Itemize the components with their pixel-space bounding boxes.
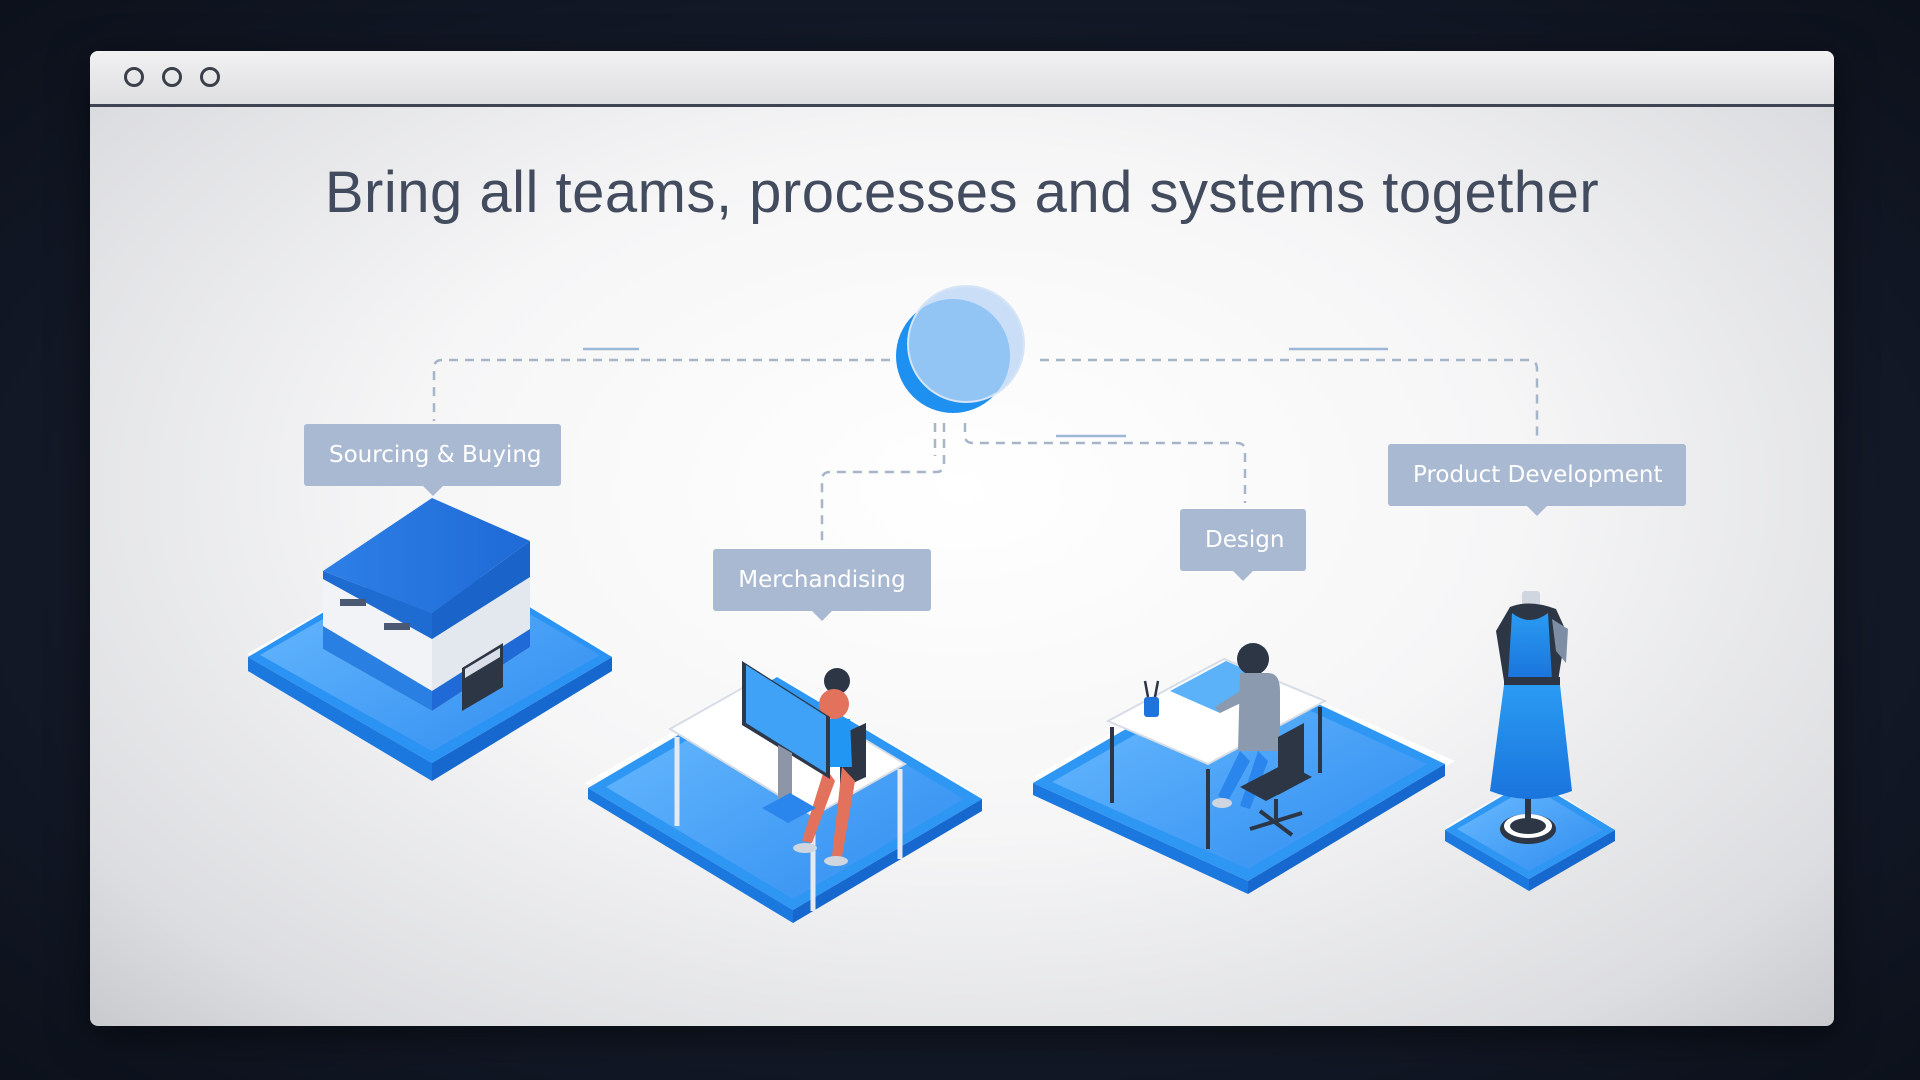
connector-lines: [432, 358, 1539, 541]
warehouse-icon: [247, 498, 612, 781]
slide-title: Bring all teams, processes and systems t…: [324, 160, 1600, 225]
dress-mannequin-icon: [1445, 591, 1615, 891]
label-design: Design: [1180, 509, 1306, 581]
window-maximize-dot[interactable]: [200, 67, 220, 87]
window-close-dot[interactable]: [124, 67, 144, 87]
window-minimize-dot[interactable]: [162, 67, 182, 87]
connector-product-dev: [1040, 358, 1539, 441]
label-merchandising: Merchandising: [713, 549, 931, 621]
label-product-development: Product Development: [1388, 444, 1686, 516]
accent-dashes: [583, 347, 1388, 438]
hub-circles-icon: [896, 285, 1025, 413]
design-desk-icon: [1030, 643, 1455, 894]
computer-desk-icon: [585, 661, 982, 923]
teams-diagram: [247, 285, 1615, 923]
label-sourcing-buying: Sourcing & Buying: [304, 424, 561, 496]
window-titlebar: [90, 51, 1834, 107]
connector-merchandising: [820, 423, 946, 541]
connector-sourcing: [432, 358, 890, 421]
app-window: Bring all teams, processes and systems t…: [90, 51, 1834, 1026]
